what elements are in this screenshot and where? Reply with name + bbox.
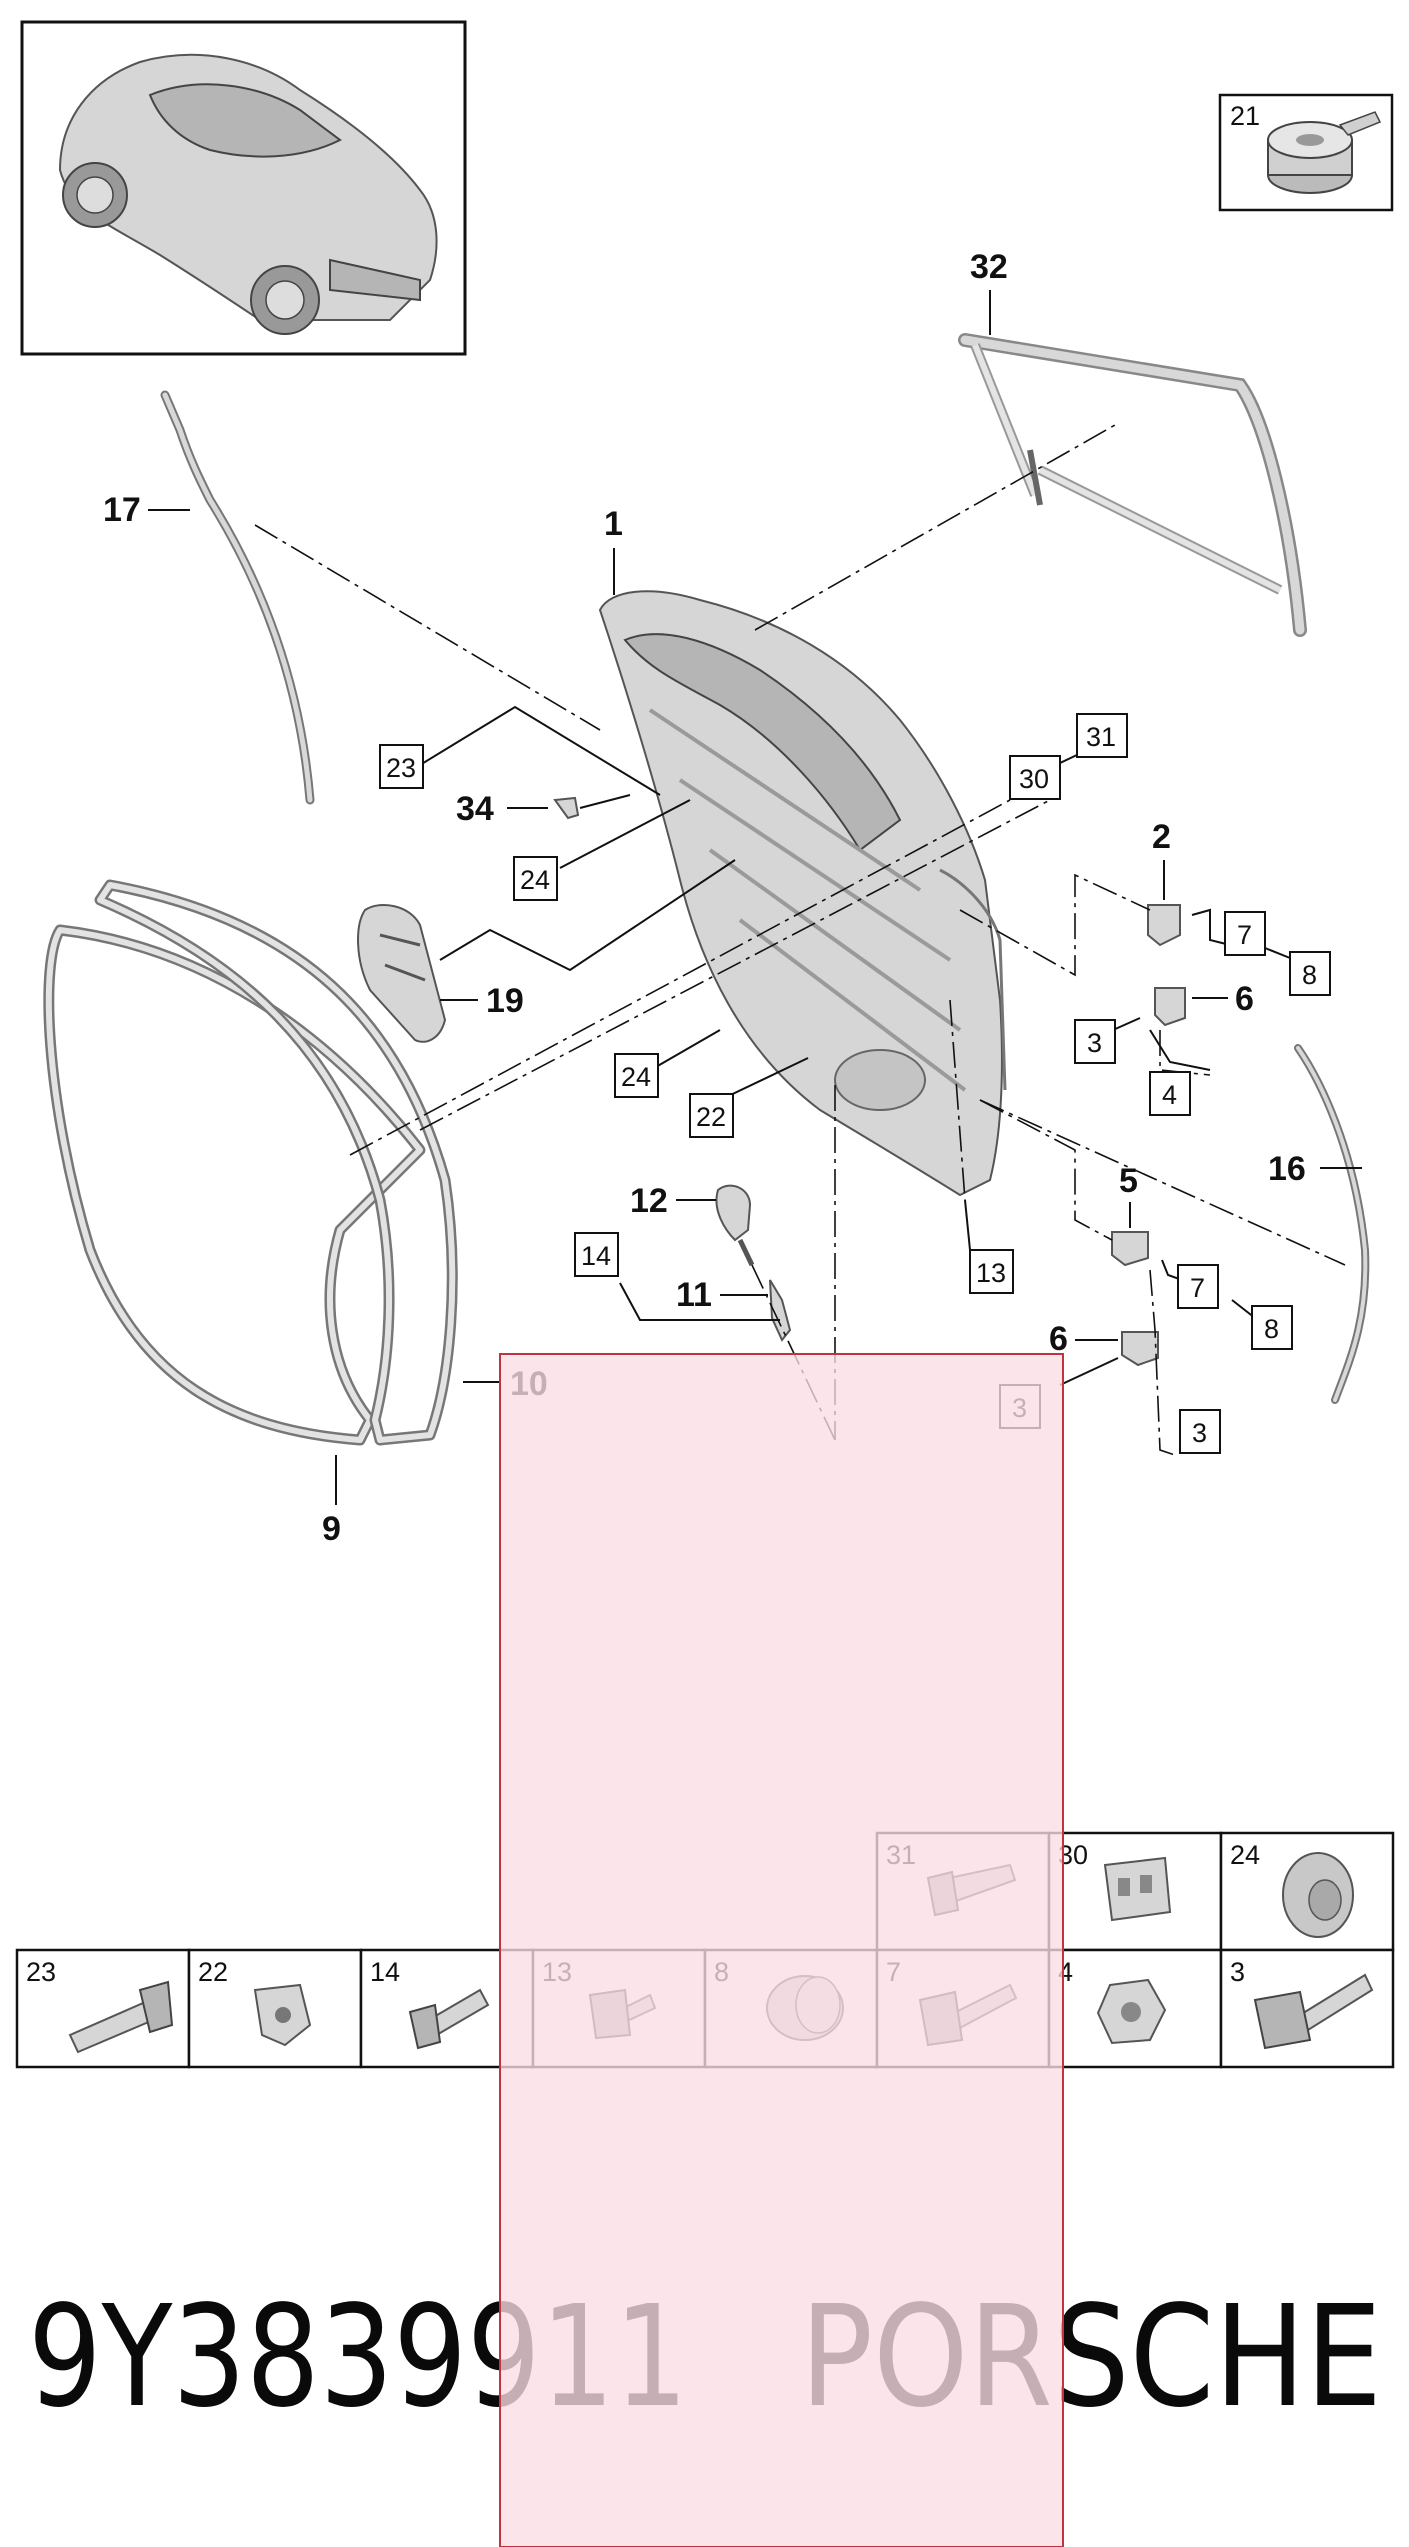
vehicle-thumbnail xyxy=(20,20,467,356)
hinge-6-upper xyxy=(1154,987,1186,1027)
hinge-2 xyxy=(1147,904,1181,947)
callout-34: 34 xyxy=(456,790,494,828)
box-23: 23 xyxy=(386,753,416,783)
callout-1: 1 xyxy=(604,505,623,543)
callout-17: 17 xyxy=(103,491,141,529)
hinge-5 xyxy=(1111,1231,1149,1267)
callout-2: 2 xyxy=(1152,818,1171,856)
hw-cap-24 xyxy=(1282,1852,1354,1938)
hw-bolt-3 xyxy=(1253,1973,1374,2050)
box-7b: 7 xyxy=(1190,1273,1205,1303)
callout-5: 5 xyxy=(1119,1162,1138,1200)
callout-9: 9 xyxy=(322,1510,341,1548)
boxed-labels: 23 24 30 31 7 8 3 4 24 22 14 13 7 8 3 3 xyxy=(379,713,1331,1454)
hw-bolt-14 xyxy=(408,1988,490,2050)
cell-24: 24 xyxy=(1230,1840,1260,1870)
clip-34 xyxy=(553,796,580,820)
hw-nut-22 xyxy=(253,1983,312,2047)
door-seal-10 xyxy=(94,879,458,1446)
callout-16: 16 xyxy=(1268,1150,1306,1188)
part-12 xyxy=(715,1184,755,1267)
hw-nut-4 xyxy=(1096,1978,1167,2045)
door-seal-9 xyxy=(43,924,426,1446)
box-30: 30 xyxy=(1019,764,1049,794)
box-31: 31 xyxy=(1086,722,1116,752)
box-4: 4 xyxy=(1162,1080,1177,1110)
box-14: 14 xyxy=(581,1241,611,1271)
box-13: 13 xyxy=(976,1258,1006,1288)
box-8a: 8 xyxy=(1302,960,1317,990)
box-3a: 3 xyxy=(1087,1028,1102,1058)
callout-19: 19 xyxy=(486,982,524,1020)
hw-clip-30 xyxy=(1103,1856,1172,1922)
callout-6a: 6 xyxy=(1235,980,1254,1018)
cell-23: 23 xyxy=(26,1957,56,1987)
cable-16 xyxy=(1294,1044,1370,1404)
box-8b: 8 xyxy=(1264,1314,1279,1344)
callout-32: 32 xyxy=(970,248,1008,286)
box-22: 22 xyxy=(696,1102,726,1132)
highlight-region xyxy=(499,1353,1064,2547)
callout-12: 12 xyxy=(630,1182,668,1220)
box-3c: 3 xyxy=(1192,1418,1207,1448)
cell-14: 14 xyxy=(370,1957,400,1987)
label-21: 21 xyxy=(1230,101,1260,131)
hinge-6-lower xyxy=(1121,1331,1159,1367)
hw-bolt-23 xyxy=(68,1980,174,2054)
part-21-box: 21 xyxy=(1218,93,1394,212)
callout-11: 11 xyxy=(676,1276,712,1314)
cell-22: 22 xyxy=(198,1957,228,1987)
box-24a: 24 xyxy=(520,865,550,895)
callout-6b: 6 xyxy=(1049,1320,1068,1358)
window-frame-seal-32 xyxy=(958,333,1307,637)
door-shell-1 xyxy=(598,590,1007,1197)
box-24b: 24 xyxy=(621,1062,651,1092)
cell-3: 3 xyxy=(1230,1957,1245,1987)
guide-rail-17 xyxy=(160,390,315,805)
handle-cover-19 xyxy=(357,904,447,1043)
box-7a: 7 xyxy=(1237,920,1252,950)
